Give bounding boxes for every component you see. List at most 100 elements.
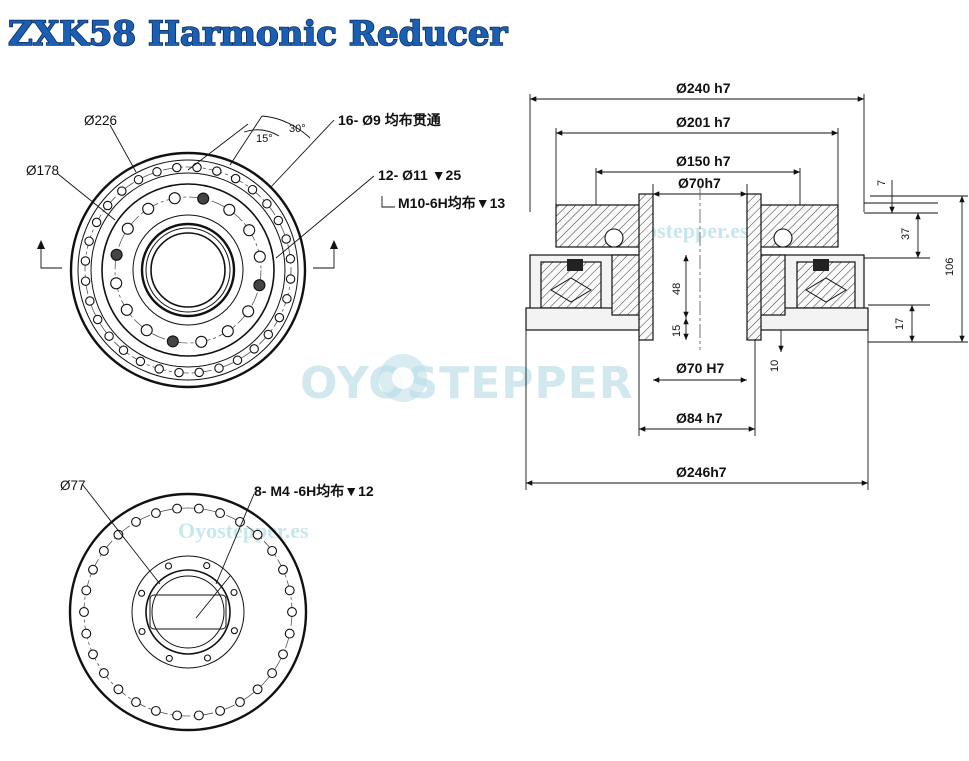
rear-inner-hole [138, 589, 146, 597]
watermark-logo: OYOSTEPPER [300, 354, 634, 409]
front-hole [152, 167, 162, 177]
gear-icon [379, 354, 427, 402]
front-inner-hole [168, 192, 181, 205]
angle-ref-line-1 [229, 115, 263, 166]
front-inner-hole [142, 202, 155, 215]
front-hole [172, 162, 182, 173]
leader-m4 [215, 493, 255, 585]
front-bore-mid [145, 227, 231, 313]
angle-arc-30 [261, 115, 311, 139]
front-inner-hole [242, 305, 255, 318]
front-hole [192, 162, 202, 173]
front-inner-hole [243, 224, 256, 237]
front-outer-ring [77, 159, 299, 381]
front-inner-hole [253, 250, 266, 263]
label-d70-top: Ø70h7 [678, 175, 721, 191]
label-h106: 106 [944, 258, 956, 276]
rear-holes-inner [138, 562, 238, 662]
front-body-circle [101, 183, 275, 357]
rear-inner-hole [230, 588, 238, 597]
watermark-main-text: OYOSTEPPER [300, 358, 634, 409]
label-h10: 10 [769, 360, 781, 372]
front-inner-hole [120, 303, 133, 316]
leader-dia77 [81, 483, 161, 585]
label-d150: Ø150 h7 [676, 153, 731, 169]
front-inner-hole [140, 324, 153, 337]
front-hole [194, 367, 204, 378]
rear-hole [113, 684, 124, 695]
rear-hole [150, 508, 161, 519]
rear-hole [287, 607, 297, 617]
section-left-ball [604, 228, 624, 248]
front-hole [273, 215, 284, 226]
front-hole [92, 314, 103, 325]
label-d84: Ø84 h7 [676, 410, 723, 426]
front-hole [212, 166, 222, 176]
section-right-ball [773, 228, 793, 248]
label-d246: Ø246h7 [676, 464, 727, 480]
section-arrow-right [313, 243, 335, 269]
front-hole [285, 274, 296, 284]
label-h7: 7 [876, 180, 888, 186]
front-outer-circle [69, 151, 307, 389]
rear-inner-hole [230, 627, 238, 635]
front-inner-hole [253, 279, 266, 292]
front-inner-hole [110, 248, 123, 261]
front-hole [91, 217, 102, 228]
front-hole [117, 186, 127, 196]
front-hole [80, 256, 91, 266]
rear-hole [278, 564, 288, 575]
front-hole [84, 236, 94, 246]
rear-hole [235, 697, 245, 708]
section-left-flange [555, 204, 643, 248]
rear-hub-outer [131, 555, 245, 669]
section-left-roller [550, 277, 592, 303]
angle-ref-line-2 [187, 123, 249, 171]
front-hole [249, 344, 259, 354]
front-inner-hole [221, 325, 234, 338]
front-hole [285, 254, 296, 264]
label-12-holes: 12- Ø11 ▼25 [378, 167, 461, 183]
rear-inner-hole [165, 654, 173, 662]
front-hole [282, 294, 292, 304]
section-left-seal [567, 259, 583, 271]
front-holes-inner [110, 192, 266, 348]
front-view: Ø226 Ø178 15° 30° 16- Ø9 均布贯通 12- Ø11 ▼2… [26, 112, 505, 389]
front-inner-hole [223, 203, 236, 216]
rear-view: Ø77 8- M4 -6H均布▼12 [60, 478, 374, 732]
rear-hole [278, 649, 288, 660]
label-angle-15: 15° [256, 133, 273, 145]
rear-hole [81, 628, 92, 639]
rear-hole [284, 628, 295, 639]
section-arrowhead-right [330, 240, 338, 249]
leader-dia178 [57, 173, 116, 221]
rear-hole [267, 545, 278, 556]
counterbore-symbol [381, 196, 395, 208]
rear-hole [215, 705, 226, 716]
label-h48: 48 [671, 283, 683, 295]
label-angle-30: 30° [289, 123, 306, 135]
rear-bore-key [149, 594, 227, 630]
front-hole [214, 363, 224, 373]
front-bore-inner [150, 232, 226, 308]
section-left-shaft-wall [638, 193, 654, 341]
rear-hole [81, 585, 92, 596]
front-hole [274, 312, 285, 323]
front-inner-pitch-circle [114, 196, 262, 344]
front-pitch-circle [84, 166, 292, 374]
rear-inner-hole [138, 627, 146, 636]
label-dia226: Ø226 [84, 113, 117, 128]
front-hole [104, 331, 114, 341]
rear-hole [284, 585, 295, 596]
section-left-bearing [611, 254, 643, 316]
label-16-holes: 16- Ø9 均布贯通 [338, 112, 441, 128]
rear-hole [193, 503, 204, 514]
front-holes-outer [80, 162, 296, 378]
front-hole [85, 296, 95, 306]
section-right-shaft-wall [746, 193, 762, 341]
label-h15: 15 [671, 325, 683, 337]
rear-hole [79, 607, 89, 617]
rear-hole [150, 705, 161, 716]
rear-bore [151, 575, 225, 649]
label-dia77: Ø77 [60, 478, 86, 493]
